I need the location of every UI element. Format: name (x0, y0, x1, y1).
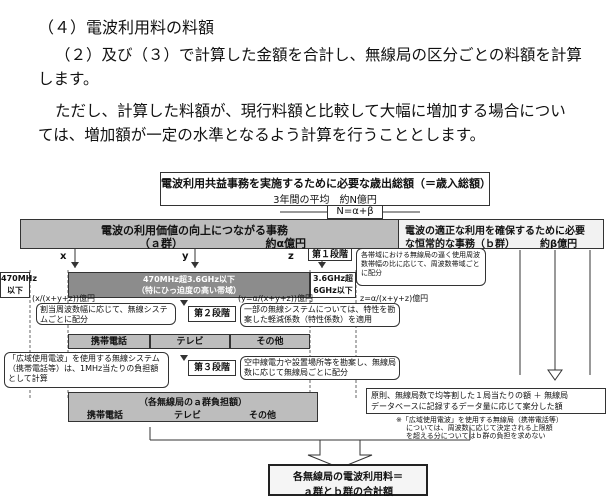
b-group-footnote: ※「広域使用電波」を使用する無線局（携帯電話等） については、周波数に応じて決定… (396, 416, 563, 440)
stage-2-label: 第２段階 (188, 306, 236, 322)
result-box: 各無線局の電波利用料＝ ａ群とｂ群の合計額 (268, 464, 428, 498)
b-group-title: 電波の適正な利用を確保するために必要 (405, 226, 585, 237)
b-group-calculation-note: 原則、無線局数で均等割した１局当たりの額 ＋ 無線局 データベースに記録するデー… (366, 388, 606, 414)
label-y: y (182, 251, 189, 262)
a-group-amount: （ａ群） 約α億円 (139, 237, 307, 250)
system-other-row1: その他 (230, 334, 310, 349)
a-burden-box: （各無線局のａ群負担額） 携帯電話 テレビ その他 (68, 392, 318, 422)
band-mid-sub: （特にひっ迫度の高い帯域） (137, 286, 241, 295)
stage-3-note-right: 空中線電力や設置場所等を勘案し、無線局数に応じて無線局ごとに配分 (240, 356, 400, 380)
a-group-title: 電波の利用価値の向上につながる事務 (101, 224, 288, 237)
paragraph-1-line-2: します。 (38, 70, 99, 88)
total-expenditure-box: 電波利用共益事務を実施するために必要な歳出総額（＝歳入総額） 3年間の平均 約N… (160, 172, 491, 206)
a-burden-title: （各無線局のａ群負担額） (138, 398, 247, 408)
label-x: x (60, 251, 67, 262)
system-tv-row2: テレビ (174, 411, 202, 421)
system-tv-row1: テレビ (150, 334, 230, 349)
b-note-line-1: 原則、無線局数で均等割した１局当たりの額 ＋ 無線局 (371, 391, 569, 400)
b-footnote-line-2: については、周波数に応じて決定される上限額 (406, 424, 553, 432)
system-mobile-row2: 携帯電話 (87, 411, 124, 421)
n-formula: N=α+β (327, 205, 383, 219)
stage-2-note-right: 一部の無線システムについては、特性を勘案した軽減係数（特性係数）を適用 (240, 303, 400, 327)
band-3.6-6ghz: 3.6GHz超6GHz以下 (310, 272, 356, 298)
total-title: 電波利用共益事務を実施するために必要な歳出総額（＝歳入総額） (161, 177, 491, 190)
b-footnote-line-1: ※「広域使用電波」を使用する無線局（携帯電話等） (396, 416, 563, 424)
stage-3-note-left: 「広域使用電波」を使用する無線システム（携帯電話等）は、1MHz当たりの負担額と… (4, 352, 169, 388)
label-z: z (288, 251, 294, 262)
band-mid-label: 470MHz超3.6GHz以下 (142, 275, 236, 284)
paragraph-2-line-2: ては、増加額が一定の水準となるよう計算を行うこととします。 (38, 126, 486, 144)
stage-3-label: 第３段階 (188, 360, 236, 376)
band-470mhz-3.6ghz: 470MHz超3.6GHz以下 （特にひっ迫度の高い帯域） (68, 272, 310, 298)
result-line-2: ａ群とｂ群の合計額 (303, 487, 393, 498)
paragraph-1-line-1: （２）及び（３）で計算した金額を合計し、無線局の区分ごとの料額を計算 (55, 46, 582, 64)
stage-1-note: 各帯域における無線局の逼く使用周波数帯幅の比に応じて、周波数帯域ごとに配分 (356, 248, 486, 286)
section-heading: （４）電波利用料の料額 (38, 18, 215, 37)
system-mobile-row1: 携帯電話 (68, 334, 150, 349)
stage-2-note-left: 割当周波数幅に応じて、無線システムごとに配分 (36, 303, 176, 325)
band-470mhz-below: 470MHz以下 (0, 272, 37, 298)
formula-y: (y=α/(x+y+z))億円 (238, 294, 313, 303)
formula-x: (x/(x+y+z))億円 (32, 294, 95, 303)
b-group-header: 電波の適正な利用を確保するために必要 な恒常的な事務（ｂ群） 約β億円 (398, 219, 604, 250)
total-subtitle: 3年間の平均 約N億円 (273, 195, 377, 206)
stage-1-label: 第１段階 (308, 248, 352, 261)
b-note-line-2: データベースに記録するデータ量に応じて案分した額 (371, 402, 563, 411)
b-footnote-line-3: を超える分についてはｂ群の負担を求めない (406, 432, 546, 440)
b-group-amount: な恒常的な事務（ｂ群） 約β億円 (405, 239, 578, 250)
result-line-1: 各無線局の電波利用料＝ (293, 472, 403, 483)
formula-z: z=α/(x+y+z)億円 (360, 294, 429, 303)
paragraph-2-line-1: ただし、計算した料額が、現行料額と比較して大幅に増加する場合につい (55, 102, 566, 120)
system-other-row2: その他 (249, 411, 277, 421)
